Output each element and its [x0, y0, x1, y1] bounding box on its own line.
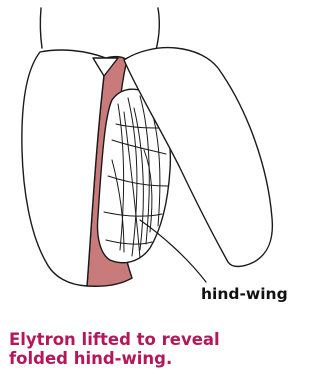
- neck-left-line: [40, 8, 42, 48]
- caption-line-2: folded hind-wing.: [9, 349, 172, 368]
- caption-line-1: Elytron lifted to reveal: [9, 330, 220, 349]
- hind-wing-label: hind-wing: [201, 285, 288, 303]
- figure-caption: Elytron lifted to reveal folded hind-win…: [9, 330, 309, 368]
- neck-right-line: [156, 8, 159, 50]
